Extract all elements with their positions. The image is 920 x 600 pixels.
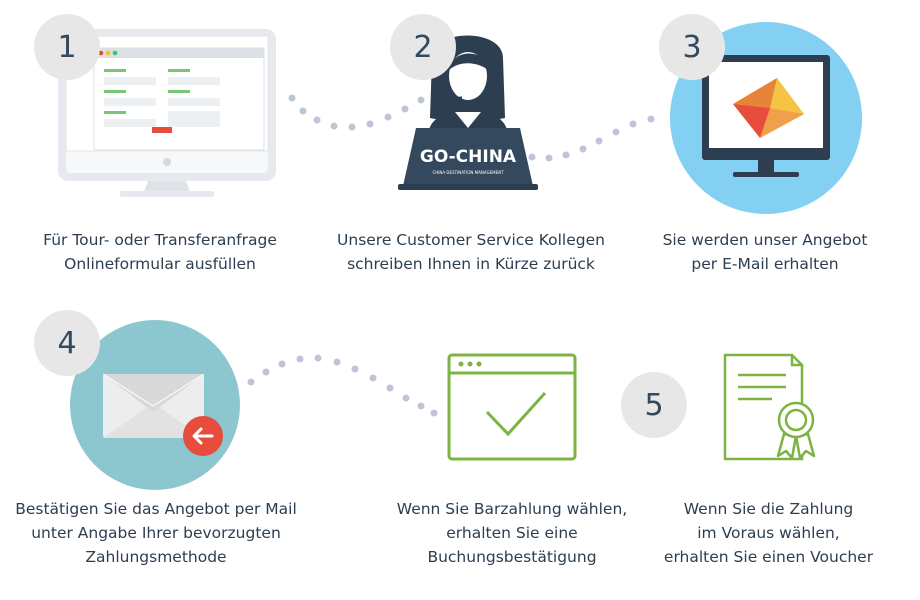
step-2-line-2: schreiben Ihnen in Kürze zurück	[311, 252, 631, 276]
step-4-line-3: Zahlungsmethode	[0, 545, 312, 569]
step-5-caption: Wenn Sie die Zahlung im Voraus wählen, e…	[617, 497, 920, 569]
step-5-badge: 5	[621, 372, 687, 438]
laptop-brand: GO-CHINA	[420, 147, 517, 167]
step-3-line-2: per E-Mail erhalten	[615, 252, 915, 276]
step-2-caption: Unsere Customer Service Kollegen schreib…	[311, 228, 631, 276]
step-4-badge: 4	[34, 310, 100, 376]
step-5-line-2: im Voraus wählen,	[617, 521, 920, 545]
step-4-caption: Bestätigen Sie das Angebot per Mail unte…	[0, 497, 312, 569]
connector-4-5	[248, 355, 438, 417]
browser-checkmark-icon	[449, 355, 575, 459]
step-5-line-1: Wenn Sie die Zahlung	[617, 497, 920, 521]
step-5-line-3: erhalten Sie einen Voucher	[617, 545, 920, 569]
step-2-line-1: Unsere Customer Service Kollegen	[311, 228, 631, 252]
connector-2-3	[529, 116, 655, 162]
step-3-caption: Sie werden unser Angebot per E-Mail erha…	[615, 228, 915, 276]
step-1-caption: Für Tour- oder Transferanfrage Onlinefor…	[0, 228, 320, 276]
step-2-badge: 2	[390, 14, 456, 80]
step-1-line-1: Für Tour- oder Transferanfrage	[0, 228, 320, 252]
step-3-badge: 3	[659, 14, 725, 80]
step-4-line-1: Bestätigen Sie das Angebot per Mail	[0, 497, 312, 521]
step-4-line-2: unter Angabe Ihrer bevorzugten	[0, 521, 312, 545]
connector-1-2	[289, 95, 425, 131]
step-3-line-1: Sie werden unser Angebot	[615, 228, 915, 252]
laptop-tagline: CHINA DESTINATION MANAGEMENT	[432, 170, 504, 175]
step-1-line-2: Onlineformular ausfüllen	[0, 252, 320, 276]
step-1-badge: 1	[34, 14, 100, 80]
certificate-voucher-icon	[725, 355, 814, 459]
